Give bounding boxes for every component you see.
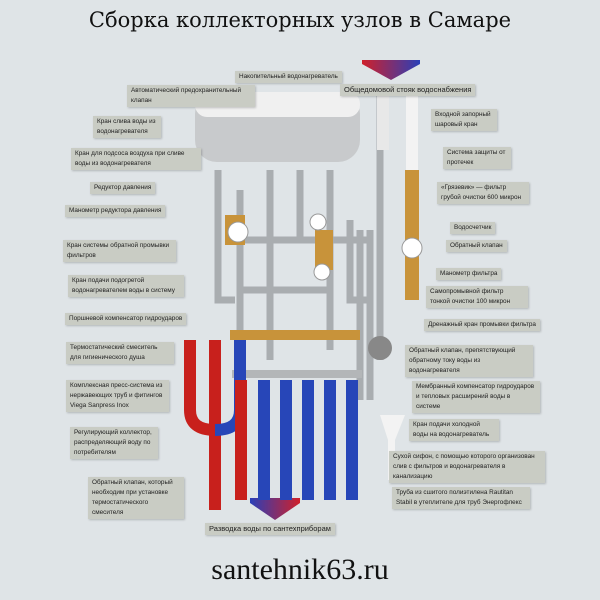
membrane-compensator-icon [368,336,392,360]
label-check-valve-heater: Обратный клапан, препятствующий обратном… [405,345,533,377]
label-fine-filter: Самопромывной фильтр тонкой очистки 100 … [426,286,528,308]
label-leak-protection: Система защиты от протечек [443,147,511,169]
label-heater: Накопительный водонагреватель [235,71,342,83]
label-piston-compensator: Поршневой компенсатор гидроударов [65,313,187,325]
label-mud-filter: «Грязевик» — фильтр грубой очистки 600 м… [437,182,529,204]
label-filter-gauge: Манометр фильтра [436,268,502,280]
label-distribution: Разводка воды по сантехприборам [205,523,335,535]
label-check-valve-thermo: Обратный клапан, который необходим при у… [88,477,184,519]
label-reducer-gauge: Манометр редуктора давления [65,205,166,217]
water-meter-icon [401,237,423,259]
label-membrane-compensator: Мембранный компенсатор гидроударов и теп… [412,381,540,413]
label-riser: Общедомовой стояк водоснабжения [340,84,476,96]
gauge-icon [309,213,327,231]
label-drain-valve: Кран слива воды из водонагревателя [93,116,161,138]
brass-fittings [225,170,419,340]
label-safety-valve: Автоматический предохранительный клапан [127,85,255,107]
label-press-system: Комплексная пресс-система из нержавеющих… [66,380,169,412]
outflow-arrow-icon [250,498,300,520]
label-manifold: Регулирующий коллектор, распределяющий в… [70,427,158,459]
filter-gauge-icon [313,263,331,281]
label-check-valve: Обратный клапан [446,240,507,252]
siphon [380,415,405,480]
label-hot-supply-valve: Кран подачи подогретой водонагревателем … [68,275,184,297]
label-meter: Водосчетчик [450,222,496,234]
label-air-valve: Кран для подсоса воздуха при сливе воды … [71,148,201,170]
label-drain-flush: Дренажный кран промывки фильтра [424,319,540,331]
manifold-bar [232,370,362,378]
hoses [184,340,358,510]
page-title: Сборка коллекторных узлов в Самаре [88,8,512,32]
label-reducer: Редуктор давления [90,182,156,194]
label-thermo-mixer: Термостатический смеситель для гигиениче… [66,342,174,364]
reducer-gauge-icon [227,221,249,243]
label-inlet-valve: Входной запорный шаровый кран [431,109,497,131]
label-siphon: Сухой сифон, с помощью которого организо… [389,451,545,483]
label-pipe: Труба из сшитого полиэтилена Rautitan St… [392,487,530,509]
site-url: santehnik63.ru [211,553,389,586]
label-cold-supply: Кран подачи холодной воды на водонагрева… [409,419,499,441]
label-backwash-valve: Кран системы обратной промывки фильтров [63,240,176,262]
riser-pipe [377,90,418,170]
inflow-arrow-icon [362,60,420,80]
